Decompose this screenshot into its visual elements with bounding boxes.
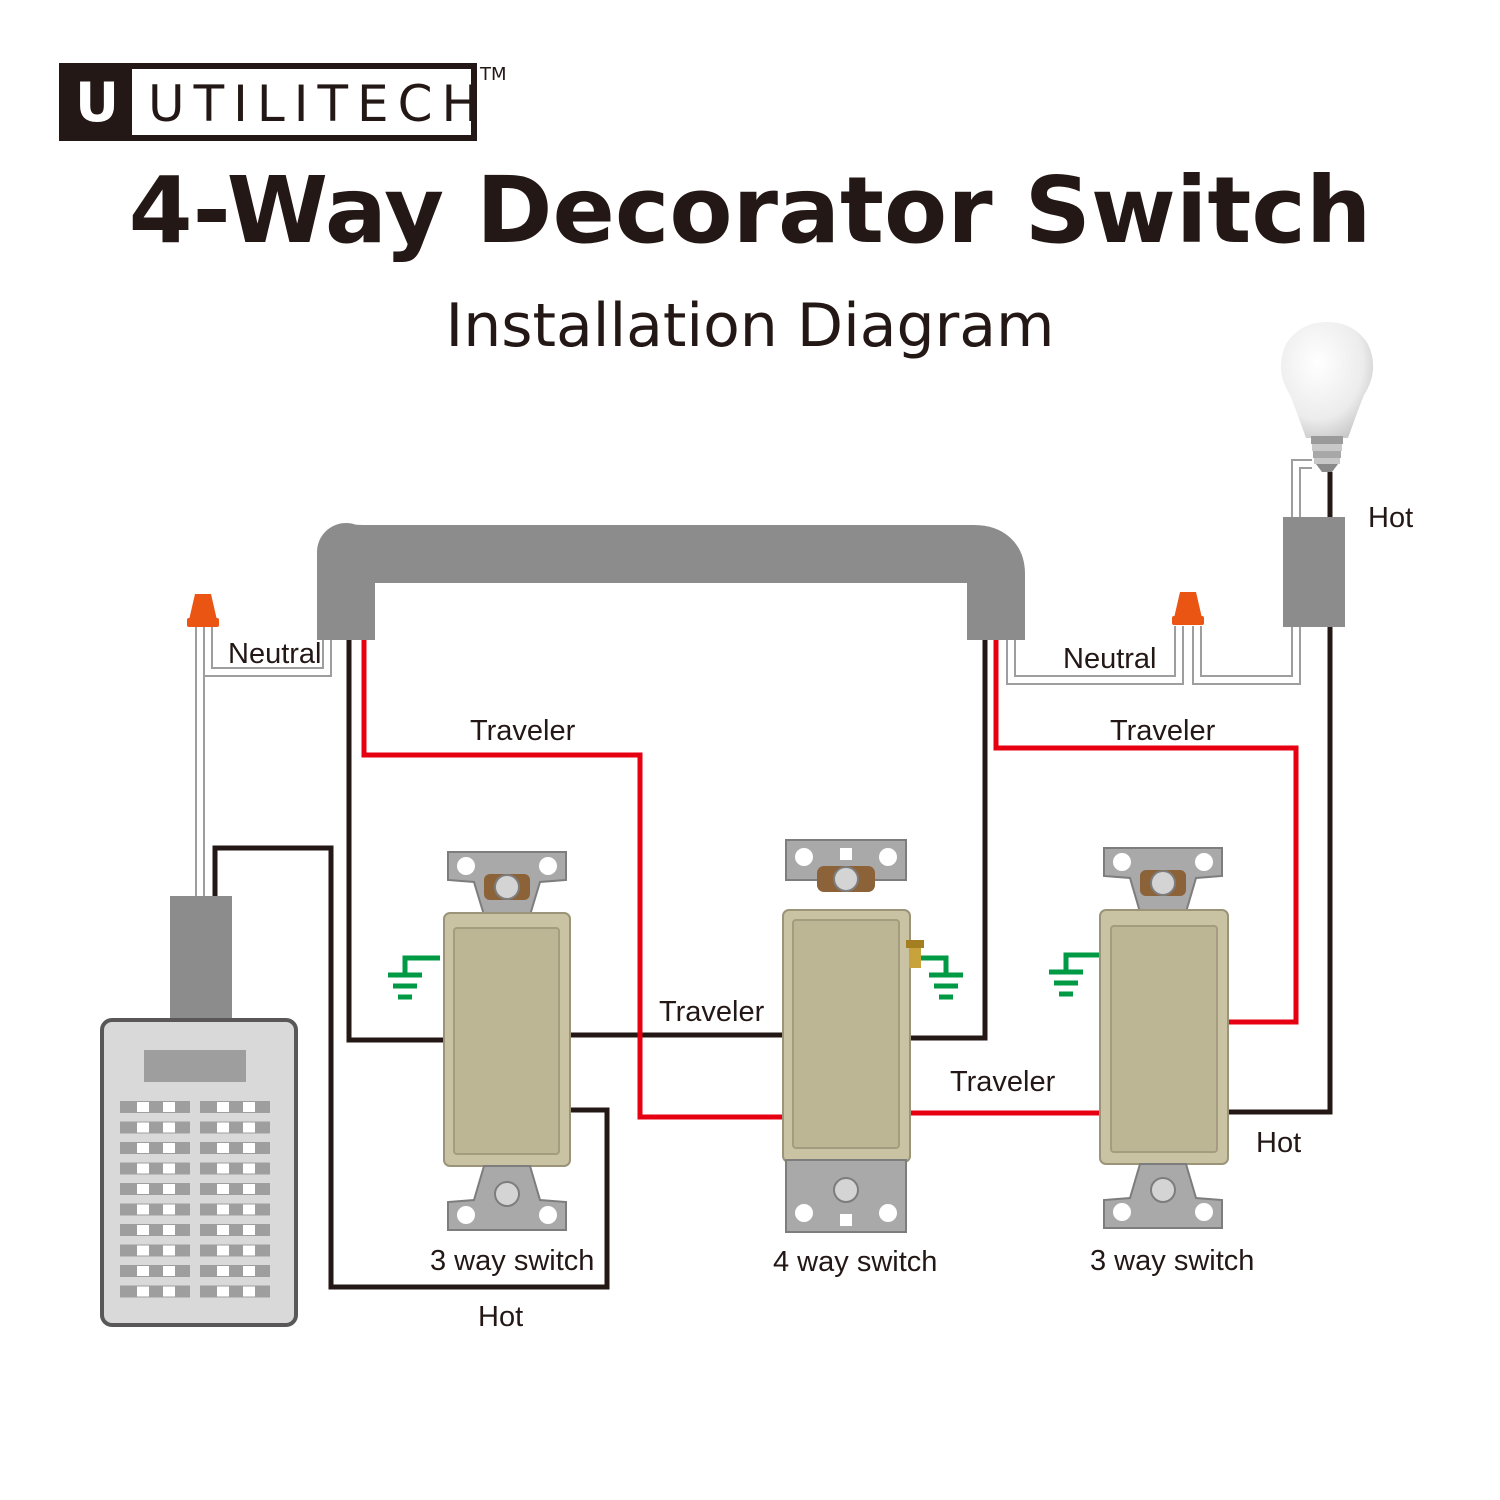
hot-wires bbox=[212, 472, 1333, 1290]
logo-mark: U bbox=[75, 71, 119, 134]
four-way-switch-center bbox=[782, 839, 924, 1233]
trademark-mark: TM bbox=[479, 64, 507, 85]
page-subtitle: Installation Diagram bbox=[446, 291, 1055, 361]
brand-logo: U UTILITECH TM bbox=[59, 63, 507, 141]
hot-label-top: Hot bbox=[1368, 502, 1413, 534]
traveler-label-lower: Traveler bbox=[950, 1066, 1056, 1098]
three-way-switch-left bbox=[443, 851, 571, 1231]
light-bulb-icon bbox=[1280, 322, 1374, 472]
ground-screw bbox=[906, 940, 924, 968]
traveler-label-top-right: Traveler bbox=[1110, 715, 1216, 747]
neutral-label-right: Neutral bbox=[1063, 643, 1157, 675]
hot-label-bottom: Hot bbox=[478, 1301, 523, 1333]
ground-icon bbox=[388, 955, 440, 1000]
mounting-strap-bottom bbox=[447, 1165, 567, 1231]
mounting-strap-bottom bbox=[785, 1159, 907, 1233]
ground-icon bbox=[1049, 952, 1100, 997]
switch-label-center: 4 way switch bbox=[773, 1246, 937, 1278]
switch-label-right: 3 way switch bbox=[1090, 1245, 1254, 1277]
traveler-label-middle: Traveler bbox=[659, 996, 765, 1028]
mounting-strap-top bbox=[447, 851, 567, 916]
neutral-wires bbox=[195, 459, 1312, 896]
wire-nut-icon bbox=[1172, 592, 1204, 625]
hot-label-right: Hot bbox=[1256, 1127, 1301, 1159]
wire-nut-icon bbox=[187, 594, 219, 627]
traveler-label-top-left: Traveler bbox=[470, 715, 576, 747]
neutral-label-left: Neutral bbox=[228, 638, 322, 670]
mounting-strap-bottom bbox=[1103, 1163, 1223, 1229]
three-way-switch-right bbox=[1099, 847, 1229, 1229]
traveler-wires bbox=[361, 640, 1299, 1120]
mounting-strap-top bbox=[1103, 847, 1223, 913]
breaker-panel-icon bbox=[100, 1018, 298, 1327]
page-title: 4-Way Decorator Switch bbox=[129, 157, 1372, 264]
conduit bbox=[170, 517, 1345, 1026]
ground-icon bbox=[918, 955, 963, 1000]
switch-label-left: 3 way switch bbox=[430, 1245, 594, 1277]
brand-name: UTILITECH bbox=[148, 75, 488, 133]
mounting-strap-top bbox=[785, 839, 907, 892]
